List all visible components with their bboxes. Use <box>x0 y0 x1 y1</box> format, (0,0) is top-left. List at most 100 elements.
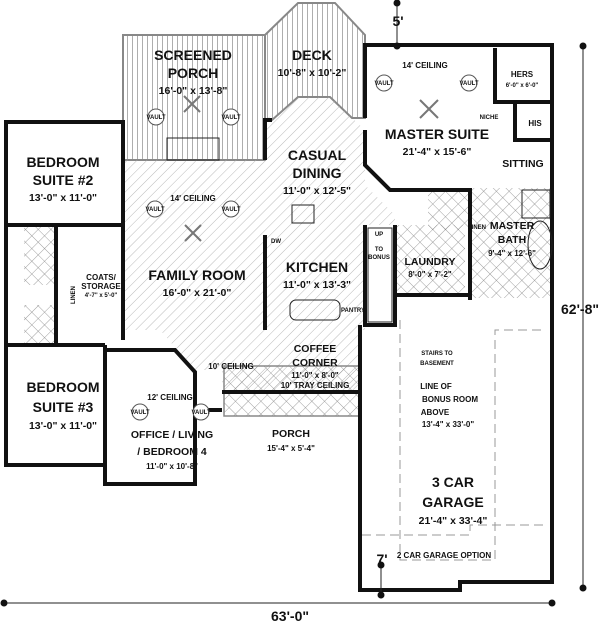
coffee-corner-label: COFFEE <box>294 343 337 355</box>
ceiling-fan-icon <box>184 224 202 242</box>
casual-dining-size: 11'-0" x 12'-5" <box>283 185 351 197</box>
vault-icon: VAULT <box>221 108 241 126</box>
stair-wall <box>363 225 397 327</box>
dimension-dot <box>393 42 401 50</box>
dimension-dot <box>0 599 8 607</box>
niche-label: NICHE <box>480 115 499 121</box>
stairs-basement-label: STAIRS TO <box>421 351 453 357</box>
kitchen-label: KITCHEN <box>286 259 348 275</box>
linen-closet-label: LINEN <box>71 286 77 304</box>
master-suite-label: MASTER SUITE <box>385 126 489 142</box>
family-ceiling-note: 14' CEILING <box>170 194 215 203</box>
width-dimension: 63'-0" <box>271 608 309 624</box>
his-closet-label: HIS <box>528 119 542 128</box>
laundry-floor <box>397 225 465 295</box>
bonus-line-label: LINE OF <box>420 382 452 391</box>
dimension-dot <box>579 42 587 50</box>
bath-2-floor <box>24 225 56 285</box>
stairs-bonus-label: BONUS <box>368 255 390 261</box>
master-bath-floor <box>470 188 552 298</box>
linen-label: LINEN <box>468 225 486 231</box>
screened-porch-size: 16'-0" x 13'-8" <box>159 85 228 97</box>
porch-label: PORCH <box>272 428 310 440</box>
dimension-dot <box>579 584 587 592</box>
hers-closet-label: HERS <box>511 70 534 79</box>
office-north-wall <box>105 348 197 410</box>
bonus-line-label: ABOVE <box>421 408 450 417</box>
bedroom-3-label: BEDROOM <box>26 379 99 395</box>
coffee-corner-label: CORNER <box>292 357 338 369</box>
kitchen-island <box>289 299 341 321</box>
laundry-size: 8'-0" x 7'-2" <box>408 270 452 279</box>
master-ceiling-note: 14' CEILING <box>402 61 447 70</box>
casual-dining-label: CASUAL <box>288 147 347 163</box>
vault-icon: VAULT <box>221 200 241 218</box>
stairs-to-label: TO <box>375 247 384 253</box>
svg-text:VAULT: VAULT <box>191 410 210 416</box>
exterior-wall-core <box>263 118 272 160</box>
master-bath-label: MASTER <box>490 220 535 232</box>
dishwasher-label: DW <box>271 239 281 245</box>
svg-text:VAULT: VAULT <box>130 410 149 416</box>
deck-label: DECK <box>292 47 332 63</box>
garage-label: 3 CAR <box>432 474 474 490</box>
bedroom-2-label: BEDROOM <box>26 154 99 170</box>
master-interior-wall <box>363 130 472 300</box>
bath-3-floor <box>24 305 56 345</box>
bedroom-3-size: 13'-0" x 11'-0" <box>29 420 97 432</box>
dimension-dot <box>548 599 556 607</box>
svg-text:VAULT: VAULT <box>374 81 393 87</box>
garage-option-label: 2 CAR GARAGE OPTION <box>397 551 491 560</box>
office-size: 11'-0" x 10'-8" <box>146 462 198 471</box>
garage-size: 21'-4" x 33'-4" <box>419 515 488 527</box>
bathtub <box>527 220 553 270</box>
garage-offset-dimension: 7' <box>376 551 387 567</box>
two-car-option-line <box>362 524 545 536</box>
vault-icon: VAULT <box>374 74 394 92</box>
vault-icon: VAULT <box>146 108 166 126</box>
screened-porch-label: SCREENED <box>154 47 232 63</box>
coats-label: COATS/ <box>86 273 116 282</box>
master-bath-size: 9'-4" x 12'-6" <box>488 249 536 258</box>
shower <box>521 189 551 219</box>
bedroom-2-size: 13'-0" x 11'-0" <box>29 192 97 204</box>
family-room-label: FAMILY ROOM <box>148 267 245 283</box>
porch-size: 15'-4" x 5'-4" <box>267 444 315 453</box>
garage-wall <box>358 300 554 592</box>
his-closet-wall <box>513 102 552 142</box>
coffee-ceiling-note: 10' TRAY CEILING <box>281 381 350 390</box>
vault-markers: VAULT VAULT VAULT VAULT VAULT VAULT VAUL… <box>130 74 479 421</box>
svg-text:VAULT: VAULT <box>221 115 240 121</box>
screened-porch-floor <box>122 34 266 161</box>
stairs-basement-label: BASEMENT <box>420 361 454 367</box>
casual-dining-label: DINING <box>293 165 342 181</box>
master-wc-floor <box>428 188 468 230</box>
office-label: / BEDROOM 4 <box>137 446 207 458</box>
dimension-dot <box>377 561 385 569</box>
svg-text:VAULT: VAULT <box>221 207 240 213</box>
vault-icon: VAULT <box>191 403 211 421</box>
master-bath-label: BATH <box>498 234 526 246</box>
bonus-room-outline <box>399 320 545 561</box>
coats-label: STORAGE <box>81 282 121 291</box>
offset-top-dimension: 5' <box>392 13 403 29</box>
svg-text:VAULT: VAULT <box>146 115 165 121</box>
vault-icon: VAULT <box>459 74 479 92</box>
pantry-label: PANTRY <box>341 308 365 314</box>
vault-icon: VAULT <box>145 200 165 218</box>
hers-closet-size: 6'-0" x 6'-0" <box>506 83 539 89</box>
bedroom-3-label: SUITE #3 <box>33 399 94 415</box>
bedroom-2-label: SUITE #2 <box>33 172 94 188</box>
bonus-line-size: 13'-4" x 33'-0" <box>422 420 475 429</box>
dimension-dot <box>377 591 385 599</box>
depth-dimension: 62'-8" <box>561 301 599 317</box>
bonus-line-label: BONUS ROOM <box>422 395 478 404</box>
dimension-dot <box>393 0 401 7</box>
svg-text:VAULT: VAULT <box>145 207 164 213</box>
ceiling-fan-icon <box>183 95 201 113</box>
family-room-size: 16'-0" x 21'-0" <box>163 287 232 299</box>
coats-size: 4'-7" x 5'-0" <box>85 293 118 299</box>
deck-size: 10'-8" x 10'-2" <box>278 67 347 79</box>
hers-closet-wall <box>493 48 552 104</box>
